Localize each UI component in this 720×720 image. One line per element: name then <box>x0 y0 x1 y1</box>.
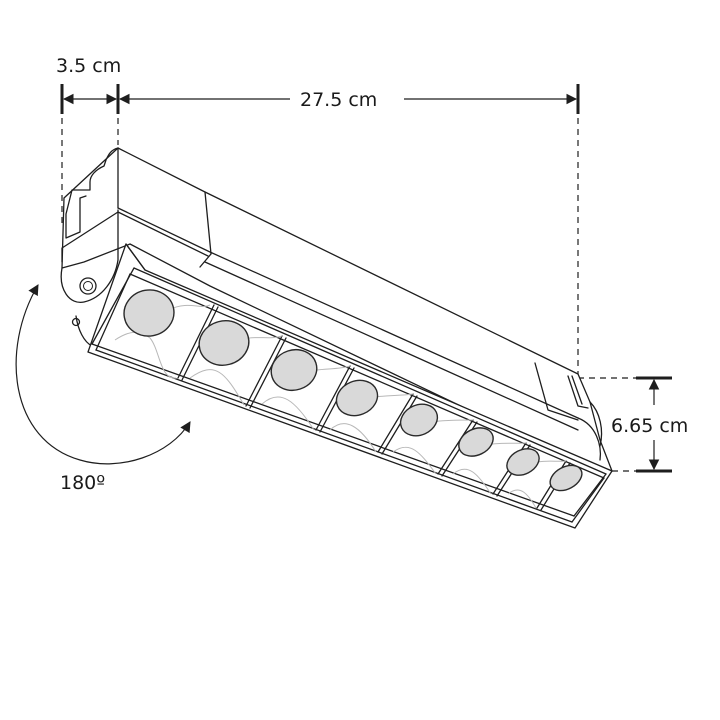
lens-5 <box>399 403 439 437</box>
lens-3 <box>270 348 318 392</box>
dimension-label-width: 3.5 cm <box>56 55 122 77</box>
rotation-label: 180º <box>60 472 106 494</box>
lenses <box>123 289 583 492</box>
lens-1 <box>123 289 175 337</box>
lens-7 <box>506 448 540 476</box>
lens-4 <box>335 379 379 417</box>
dimension-label-height: 6.65 cm <box>607 415 693 438</box>
reflectors <box>114 304 567 509</box>
lens-8 <box>549 464 583 492</box>
lens-6 <box>458 427 494 457</box>
dimension-height <box>578 376 672 473</box>
dimension-label-length: 27.5 cm <box>294 91 384 110</box>
dimension-width <box>60 84 580 378</box>
rotation-arc <box>15 284 191 465</box>
lens-2 <box>198 320 250 366</box>
